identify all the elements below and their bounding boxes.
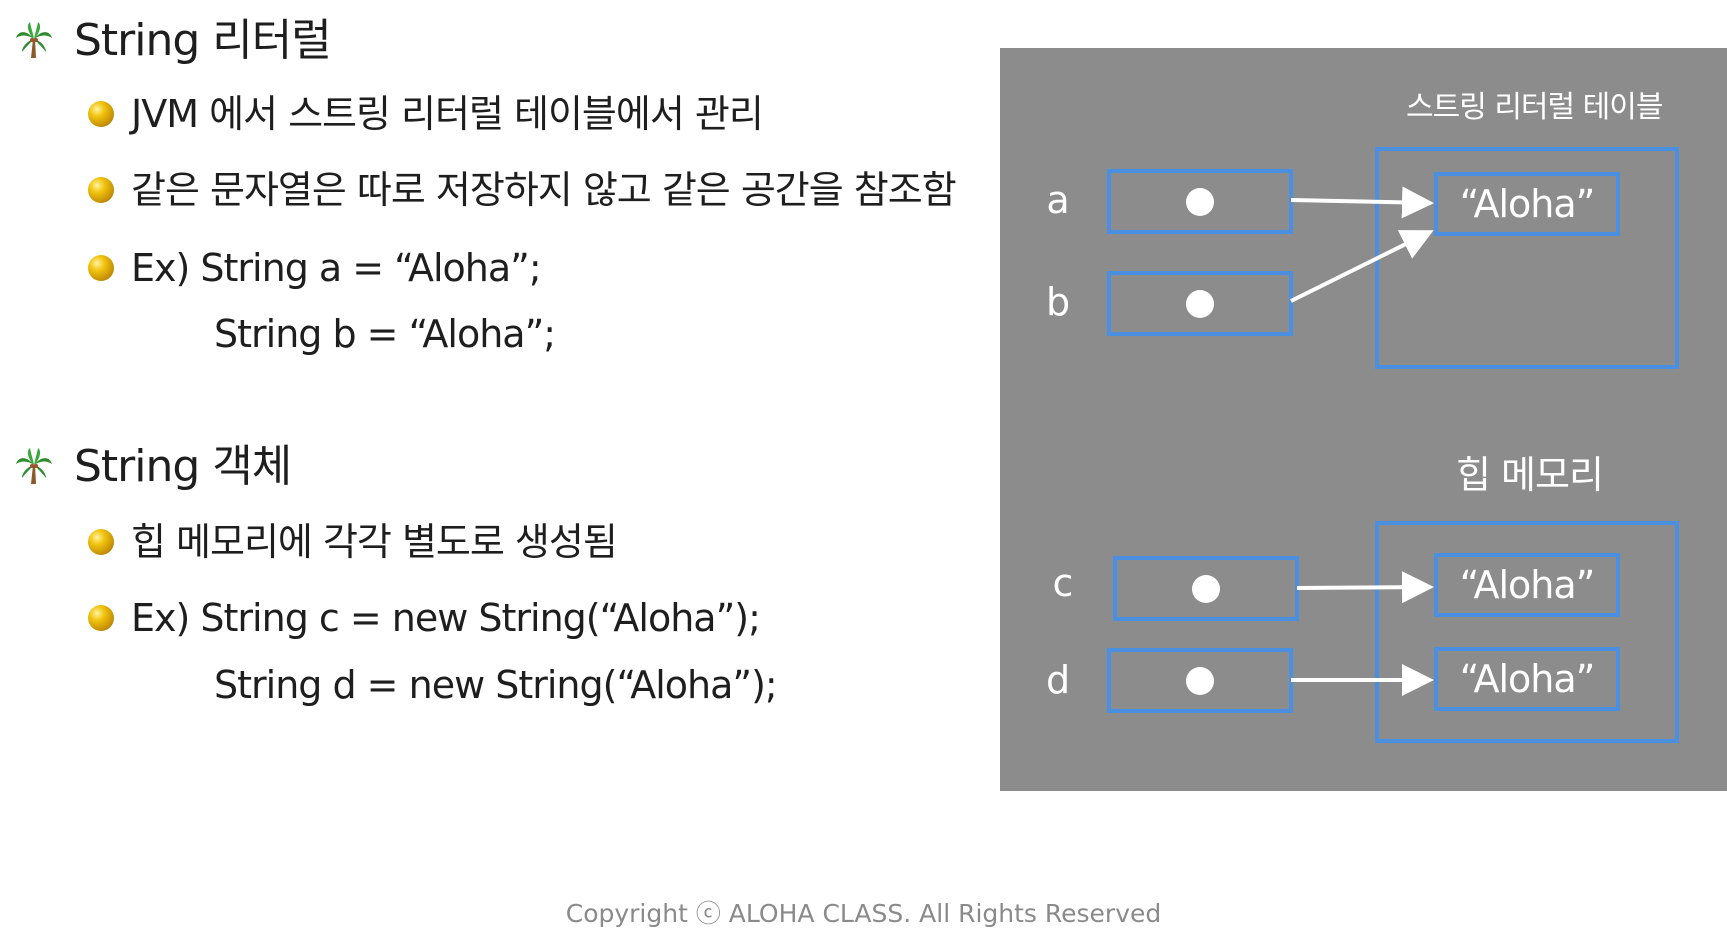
bullet-item: JVM 에서 스트링 리터럴 테이블에서 관리 [88, 86, 764, 142]
heap-memory-title: 힙 메모리 [1456, 453, 1604, 497]
heading-text: String 리터럴 [74, 15, 332, 66]
memory-diagram-panel: 스트링 리터럴 테이블 힙 메모리 a b c d “Aloha” “Aloha… [1000, 48, 1727, 791]
copyright-footer: Copyright ⓒ ALOHA CLASS. All Rights Rese… [565, 899, 1162, 928]
reference-dot [1186, 666, 1214, 695]
variable-label-d: d [1045, 658, 1071, 702]
section-heading-string-literal: String 리터럴 [14, 6, 332, 76]
literal-table-title: 스트링 리터럴 테이블 [1406, 90, 1663, 125]
variable-label-c: c [1052, 561, 1074, 605]
arrow-c [1296, 571, 1434, 604]
bullet-icon [88, 255, 114, 281]
heading-text: String 객체 [74, 441, 292, 492]
bullet-icon [88, 605, 114, 631]
bullet-text: 같은 문자열은 따로 저장하지 않고 같은 공간을 참조함 [131, 168, 957, 212]
bullet-icon [88, 529, 114, 555]
code-continuation-text: String d = new String(“Aloha”); [214, 663, 778, 707]
arrow-a [1290, 186, 1434, 219]
code-continuation-line: String b = “Aloha”; [214, 306, 556, 362]
bullet-item: 같은 문자열은 따로 저장하지 않고 같은 공간을 참조함 [88, 162, 957, 218]
code-continuation-line: String d = new String(“Aloha”); [214, 657, 778, 713]
bullet-icon [88, 177, 114, 203]
bullet-icon [88, 101, 114, 127]
bullet-text: JVM 에서 스트링 리터럴 테이블에서 관리 [131, 92, 764, 136]
bullet-item: Ex) String c = new String(“Aloha”); [88, 590, 761, 646]
heap-string-object-d: “Aloha” [1434, 647, 1620, 711]
palm-tree-icon [16, 22, 52, 58]
palm-tree-icon [16, 448, 52, 484]
bullet-text: 힙 메모리에 각각 별도로 생성됨 [131, 520, 618, 564]
bullet-text: Ex) String c = new String(“Aloha”); [131, 596, 761, 640]
reference-dot [1186, 187, 1214, 216]
reference-box-b [1107, 271, 1293, 336]
bullet-item: 힙 메모리에 각각 별도로 생성됨 [88, 514, 618, 570]
reference-dot [1192, 574, 1220, 603]
bullet-item: Ex) String a = “Aloha”; [88, 240, 542, 296]
code-continuation-text: String b = “Aloha”; [214, 312, 556, 356]
variable-label-b: b [1045, 280, 1071, 324]
reference-dot [1186, 289, 1214, 318]
bullet-text: Ex) String a = “Aloha”; [131, 246, 542, 290]
literal-string-object: “Aloha” [1434, 172, 1620, 236]
heap-string-object-c: “Aloha” [1434, 553, 1620, 617]
reference-arrows [1290, 186, 1434, 696]
variable-label-a: a [1046, 178, 1070, 222]
section-heading-string-object: String 객체 [14, 432, 292, 502]
arrow-b [1290, 230, 1434, 303]
reference-box-c [1113, 556, 1299, 621]
heap-memory-box [1375, 521, 1679, 743]
